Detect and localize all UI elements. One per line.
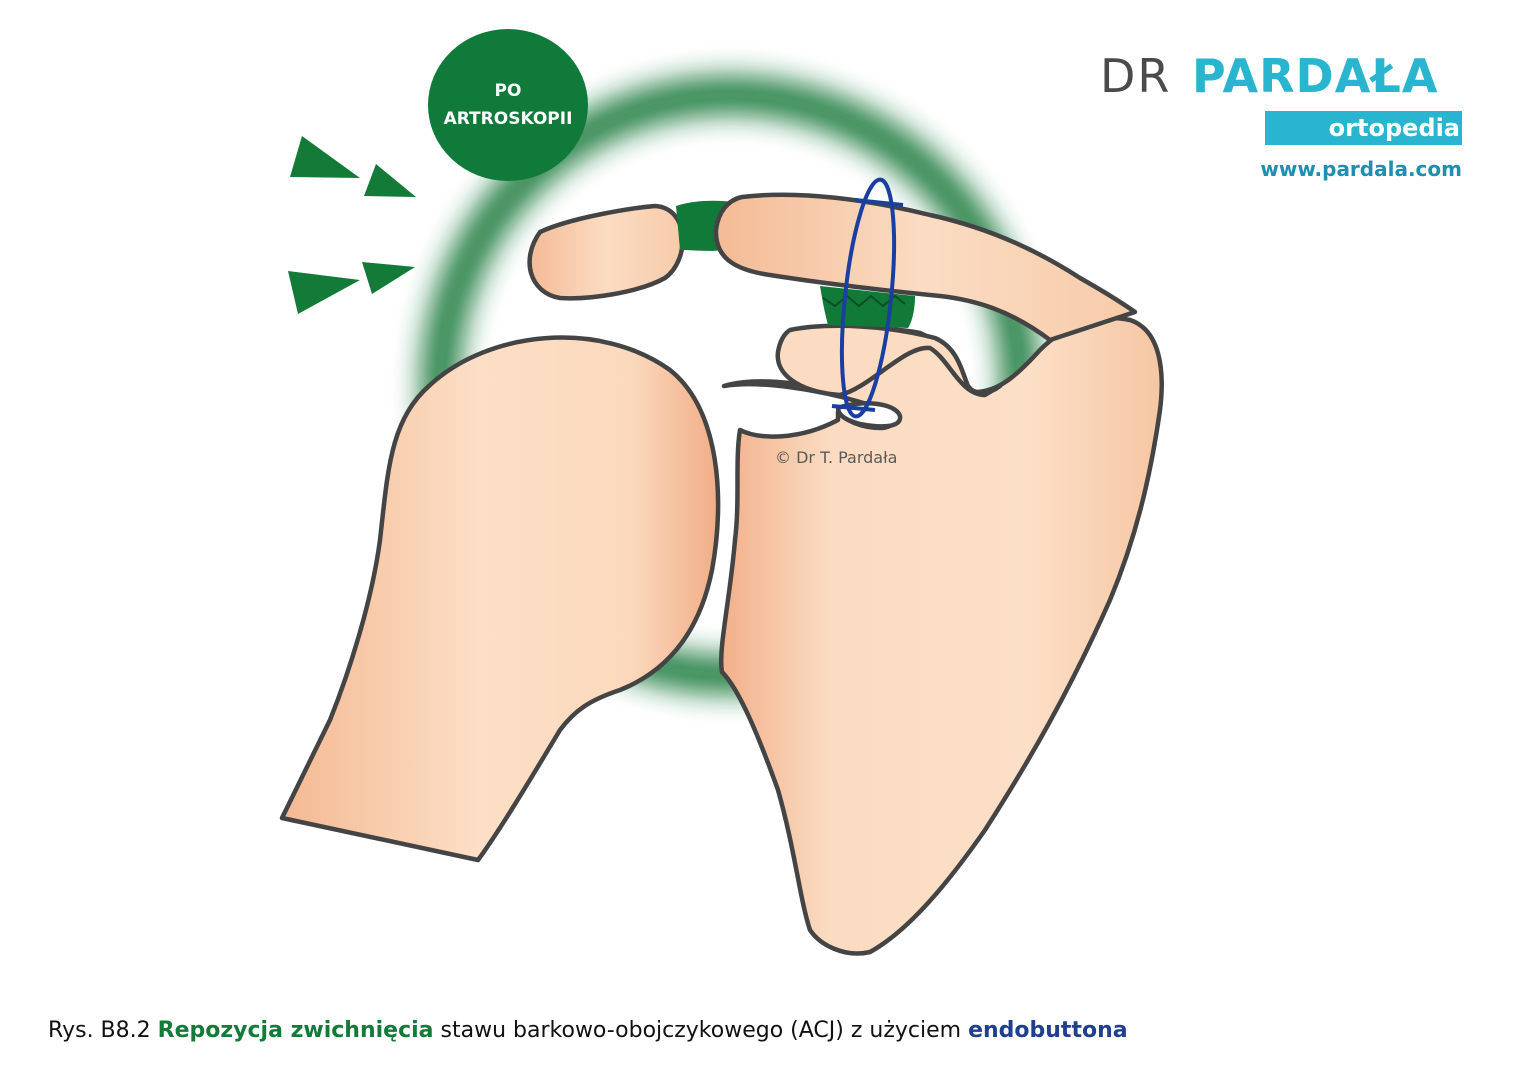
status-badge: PO ARTROSKOPII [428, 29, 588, 181]
logo-name: PARDAŁA [1192, 49, 1439, 103]
badge-line-2: ARTROSKOPII [443, 109, 573, 129]
badge-line-1: PO [494, 81, 522, 101]
scapula-bone [718, 315, 1164, 956]
caption-highlight-green: Repozycja zwichnięcia [157, 1018, 434, 1043]
endobutton-top [854, 198, 904, 207]
figure-caption: Rys. B8.2 Repozycja zwichnięcia stawu ba… [48, 1018, 1128, 1043]
coracoid-bone [775, 323, 1003, 398]
logo-subtitle-bar [1265, 111, 1462, 145]
caption-middle: stawu barkowo-obojczykowego (ACJ) z użyc… [440, 1018, 962, 1043]
caption-prefix: Rys. B8.2 [48, 1018, 151, 1043]
endobutton-suture [831, 177, 904, 419]
caption-highlight-blue: endobuttona [968, 1018, 1128, 1043]
arrow-triangle [362, 262, 415, 294]
logo-prefix: DR [1100, 49, 1172, 103]
endobutton-bottom [831, 404, 876, 412]
copyright-text: © Dr T. Pardała [775, 448, 898, 467]
clavicle-bone [713, 192, 1138, 343]
arrow-triangle [290, 136, 360, 178]
arrow-triangle [288, 271, 360, 314]
logo-url: www.pardala.com [1260, 157, 1462, 181]
humerus-bone [279, 335, 721, 863]
motion-arrows [288, 136, 416, 314]
arrow-triangle [364, 164, 416, 197]
logo-subtitle: ortopedia [1328, 114, 1460, 142]
acromion-bone [527, 203, 685, 301]
